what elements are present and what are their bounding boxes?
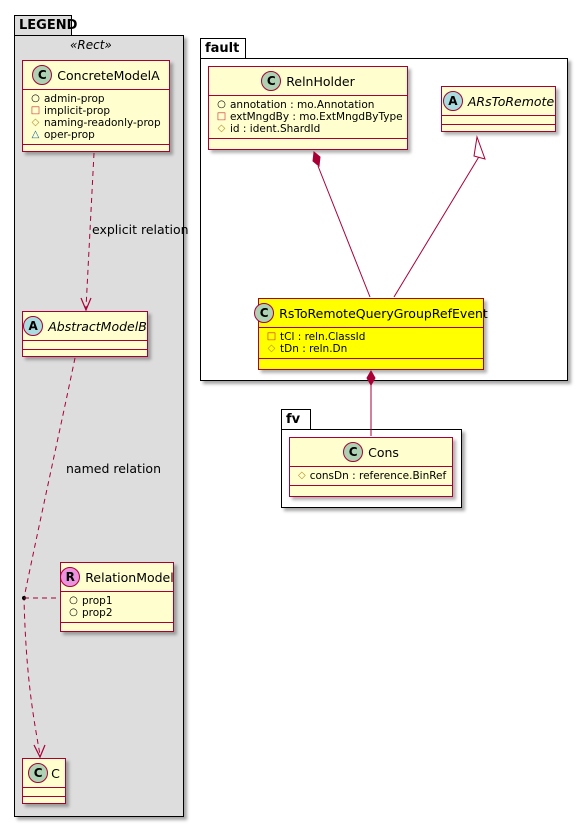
class-a-icon: A [23,316,44,336]
attribute: ○admin-prop [31,93,105,105]
class-c-icon: C [28,763,49,783]
ars-to-remote-class[interactable]: A ARsToRemote [441,86,556,132]
package-icon: △ [31,129,40,140]
inheritance-triangle [473,135,486,160]
legend-package-title: LEGEND [19,18,78,33]
c-class[interactable]: C C [22,758,66,804]
class-c-icon: C [32,65,53,85]
reln-holder-class[interactable]: C RelnHolder ○annotation : mo.Annotation… [208,66,408,150]
named-relation-arrowhead [33,744,46,759]
attribute: ◇id : ident.ShardId [217,123,321,135]
inheritance-line [393,154,481,298]
class-name: RsToRemoteQueryGroupRefEvent [279,305,488,321]
fault-package-title: fault [205,41,240,56]
class-c-icon: C [343,442,364,462]
class-name: ConcreteModelA [57,67,160,83]
class-header: A ARsToRemote [442,87,555,115]
explicit-relation-label: explicit relation [92,222,189,237]
attribute: ○prop1 [69,595,113,607]
class-header: C RsToRemoteQueryGroupRefEvent [254,299,488,327]
private-icon: □ [266,331,277,342]
attribute: ◇naming-readonly-prop [31,117,161,129]
attribute: ◇tDn : reln.Dn [267,343,348,355]
public-icon: ○ [217,99,226,110]
rs-to-remote-query-group-ref-event-class[interactable]: C RsToRemoteQueryGroupRefEvent □tCl : re… [254,298,488,370]
class-header: C RelnHolder [209,67,407,95]
attribute-list: ○annotation : mo.Annotation □extMngdBy :… [209,96,407,138]
protected-icon: ◇ [267,343,276,354]
fault-package-tab: fault [200,38,246,58]
relation-model-class[interactable]: R RelationModel ○prop1 ○prop2 [60,562,174,632]
attribute-list: ○admin-prop □implicit-prop ◇naming-reado… [23,90,169,144]
class-a-icon: A [442,91,463,111]
attribute: ○annotation : mo.Annotation [217,99,375,111]
cons-class[interactable]: C Cons ◇consDn : reference.BinRef [289,437,453,497]
named-relation-line [23,357,76,756]
holder-composition-line [317,165,371,298]
attribute: □tCl : reln.ClassId [266,331,366,343]
public-icon: ○ [31,93,40,104]
protected-icon: ◇ [298,470,306,481]
attribute: △oper-prop [31,129,95,141]
attribute: ○prop2 [69,607,113,619]
class-r-icon: R [60,567,81,587]
attribute-list: ○prop1 ○prop2 [61,592,173,622]
concrete-model-a-class[interactable]: C ConcreteModelA ○admin-prop □implicit-p… [22,60,170,152]
class-header: R RelationModel [60,563,174,591]
protected-icon: ◇ [31,117,40,128]
class-name: ARsToRemote [467,93,555,109]
class-header: C Cons [290,438,452,466]
protected-icon: ◇ [217,123,226,134]
abstract-model-b-class[interactable]: A AbstractModelB [22,311,148,357]
class-c-icon: C [254,303,275,323]
attribute-list: □tCl : reln.ClassId ◇tDn : reln.Dn [259,328,483,358]
class-name: RelationModel [85,569,174,585]
explicit-relation-line [85,152,95,309]
cons-composition-diamond [366,369,376,387]
fv-package-tab: fv [281,409,311,429]
public-icon: ○ [69,607,78,618]
fv-package-title: fv [286,412,301,427]
named-relation-label: named relation [66,461,161,476]
legend-stereotype: «Rect» [70,38,112,52]
public-icon: ○ [69,595,78,606]
attribute-list: ◇consDn : reference.BinRef [290,467,452,485]
explicit-relation-arrowhead [80,297,92,312]
private-icon: □ [216,111,227,122]
private-icon: □ [30,105,41,116]
legend-package [14,35,184,817]
class-header: C C [23,759,65,787]
holder-composition-diamond [312,151,321,167]
attribute: □implicit-prop [30,105,111,117]
attribute: □extMngdBy : mo.ExtMngdByType [216,111,403,123]
class-name: C [51,765,60,781]
class-header: A AbstractModelB [23,312,147,340]
class-name: AbstractModelB [48,318,147,334]
class-c-icon: C [261,71,282,91]
class-name: RelnHolder [286,73,355,89]
class-name: Cons [368,444,399,460]
class-header: C ConcreteModelA [23,61,169,89]
attribute: ◇consDn : reference.BinRef [298,470,447,482]
legend-package-tab: LEGEND [14,15,77,35]
